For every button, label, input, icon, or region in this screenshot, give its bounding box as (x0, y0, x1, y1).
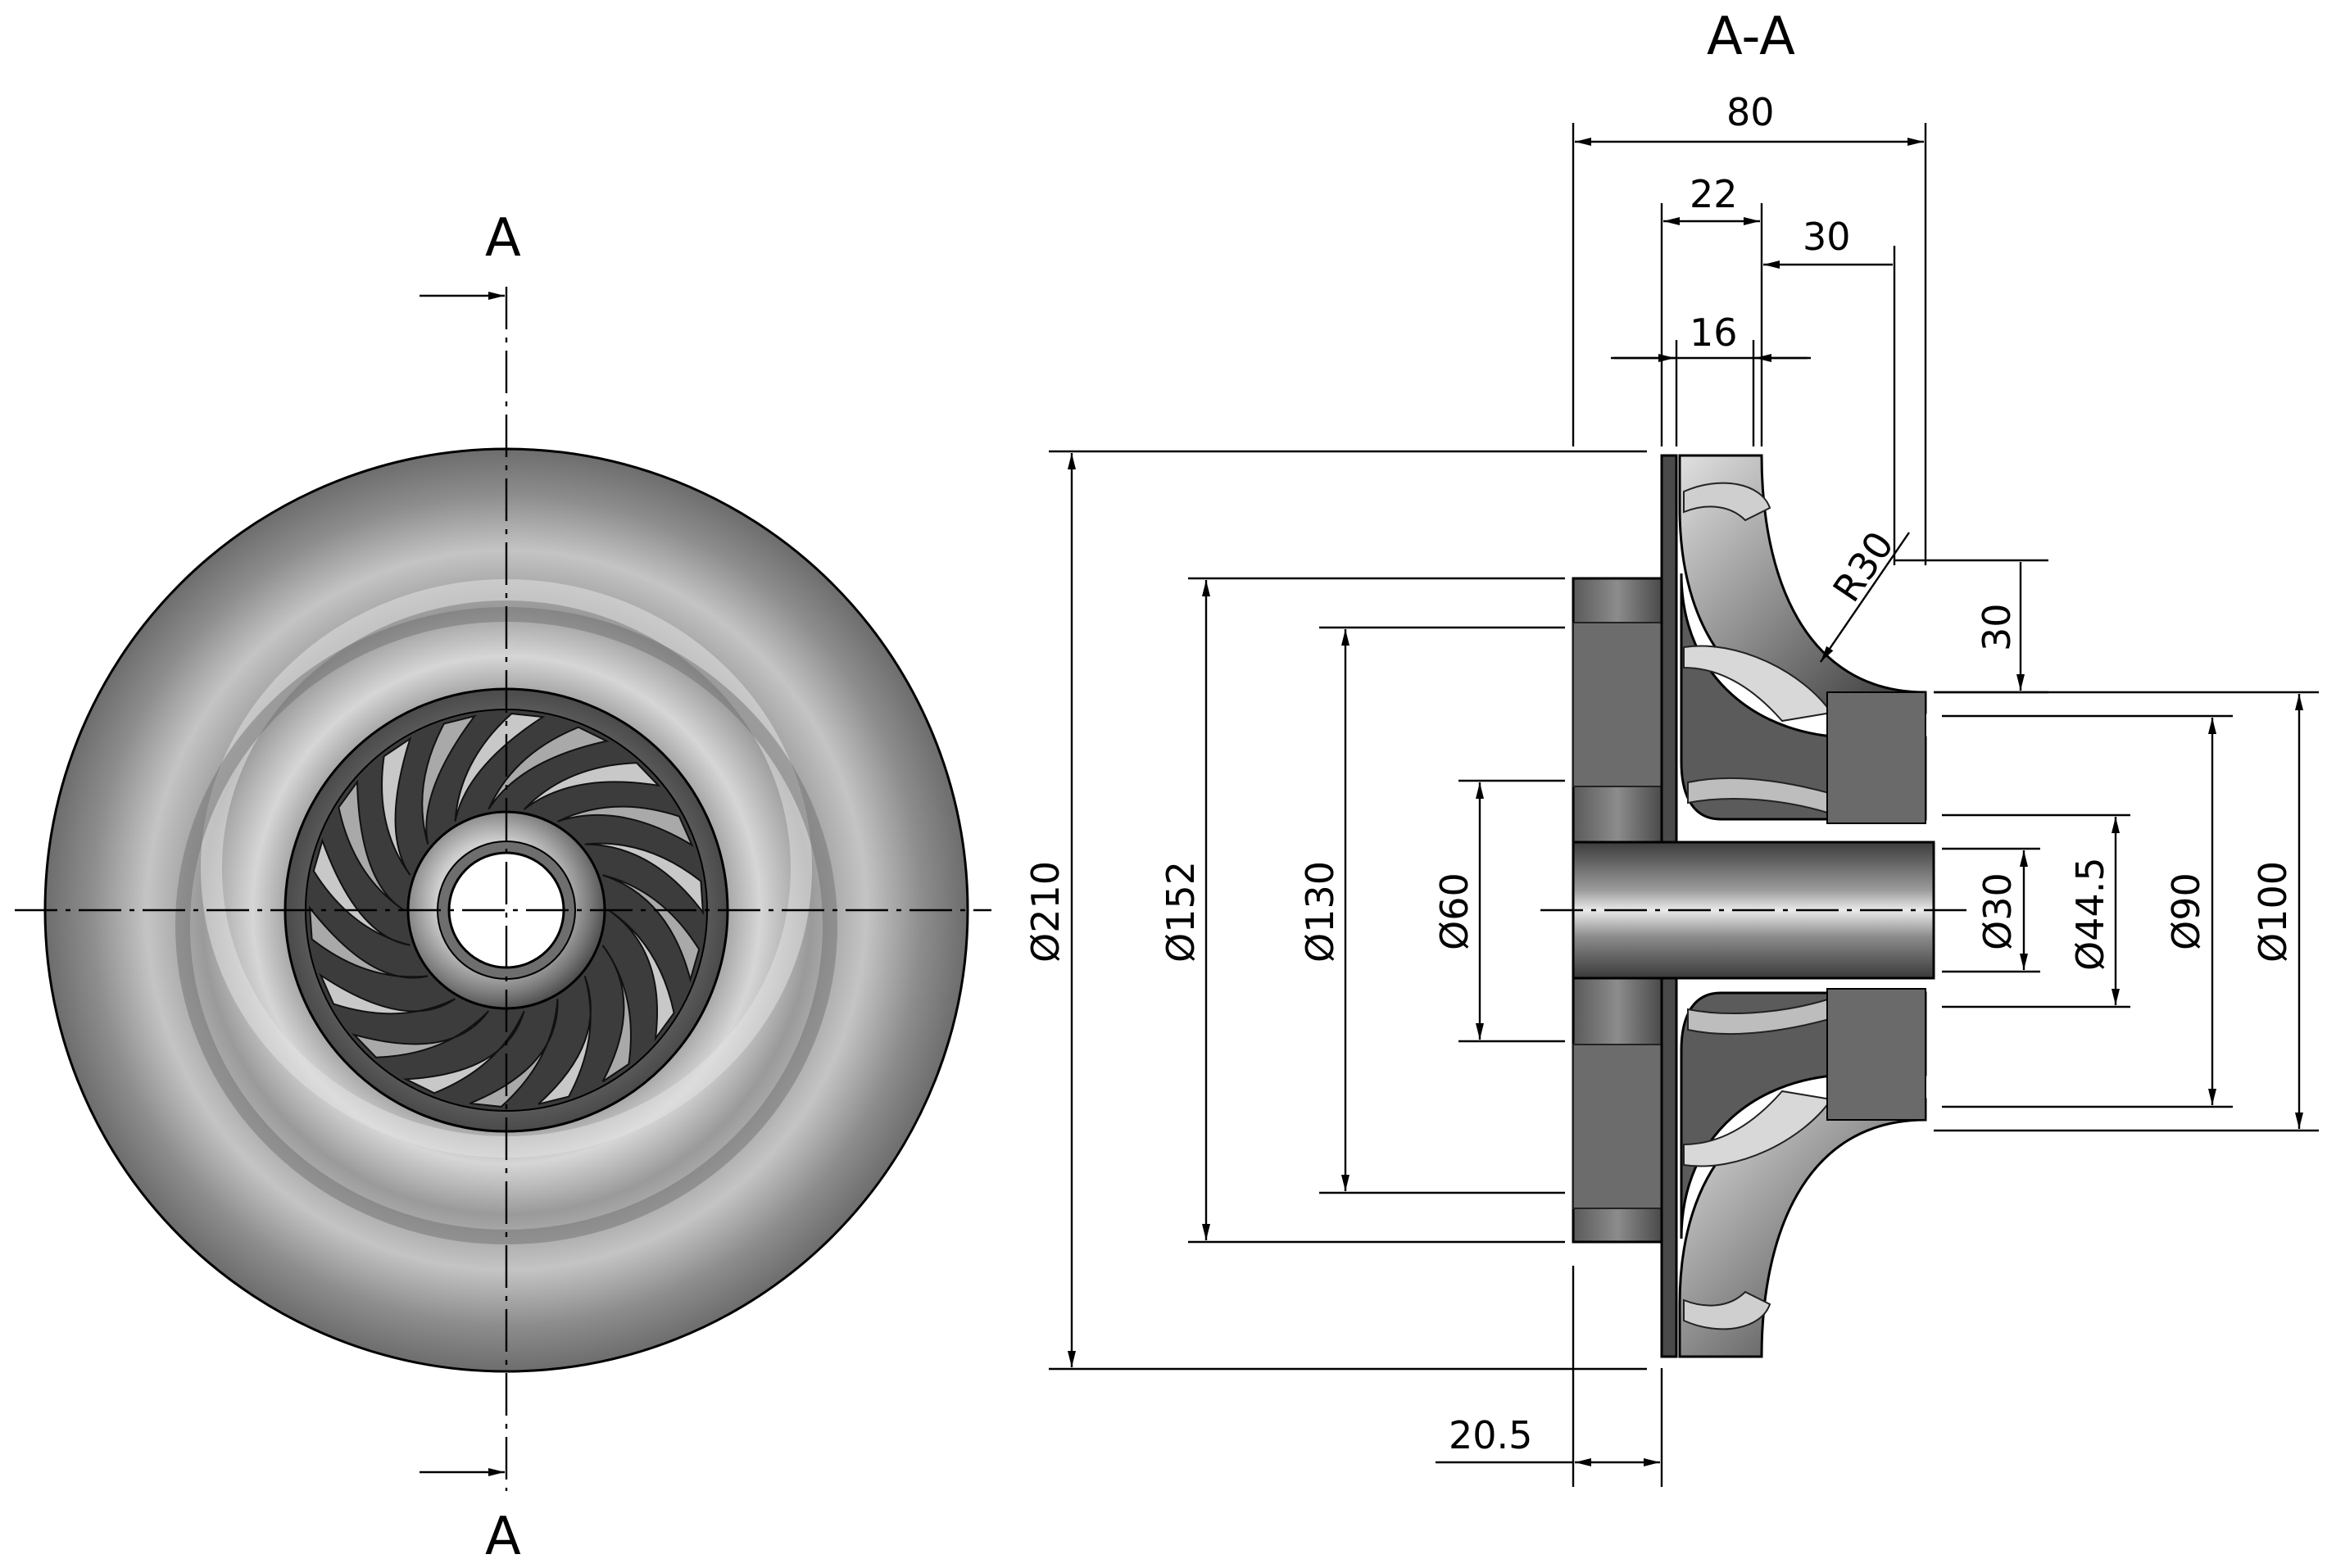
impeller-blade (488, 726, 610, 810)
impeller-blade (557, 805, 694, 848)
lower-blade-2 (1683, 1290, 1771, 1330)
impeller-blade (523, 762, 661, 810)
section-view-title: A-A (1707, 7, 1795, 67)
dim-r30-label: R30 (1824, 523, 1902, 610)
impeller-blade (608, 909, 675, 1042)
impeller-blade (584, 842, 705, 916)
section-view (1540, 454, 1975, 1358)
impeller-blade (538, 976, 592, 1105)
dim-dia30-label: Ø30 (1975, 872, 2020, 950)
dim-dia100-label: Ø100 (2251, 861, 2295, 963)
impeller-blade (421, 714, 477, 845)
hub-face-upper (1572, 622, 1662, 787)
upper-blade-2 (1683, 482, 1771, 522)
impeller-blade (402, 1010, 525, 1094)
dim-r30-leader (1820, 532, 1910, 663)
hub-shoulder-upper (1826, 691, 1926, 824)
impeller-blade (312, 838, 411, 946)
dim-80-label: 80 (1726, 90, 1775, 134)
front-view: A A (15, 208, 991, 1567)
dim-dia90-label: Ø90 (2164, 872, 2208, 950)
impeller-blade (454, 713, 546, 822)
dim-dia60-label: Ø60 (1432, 872, 1476, 950)
impeller-blade (319, 972, 456, 1015)
dim-16-label: 16 (1690, 310, 1738, 355)
dim-30h-label: 30 (1803, 215, 1851, 259)
impeller-blade (601, 945, 632, 1083)
impeller-blade (308, 904, 429, 979)
section-label-top: A (485, 208, 521, 269)
dimensions: A-A 80 22 30 16 R30 30 (1023, 7, 2319, 1487)
dim-20-5-label: 20.5 (1449, 1413, 1532, 1457)
dim-dia130-label: Ø130 (1298, 861, 1342, 963)
dim-dia44-label: Ø44.5 (2068, 857, 2112, 971)
dim-dia210-label: Ø210 (1023, 861, 1068, 963)
impeller-blade (338, 779, 405, 911)
impeller-blade (469, 999, 559, 1108)
impeller-blade (381, 736, 412, 876)
dim-dia152-label: Ø152 (1159, 861, 1203, 963)
impeller-blade (352, 1010, 490, 1058)
dim-22-label: 22 (1690, 172, 1738, 216)
hub-face-lower (1572, 1044, 1662, 1209)
section-label-bottom: A (485, 1507, 521, 1567)
hub-shoulder-lower (1826, 988, 1926, 1121)
dim-30v-label: 30 (1975, 603, 2019, 651)
impeller-blades (308, 713, 705, 1108)
impeller-blade (602, 874, 701, 983)
